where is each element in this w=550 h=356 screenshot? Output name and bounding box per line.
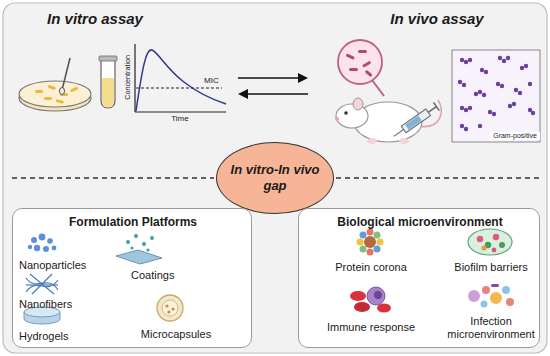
panel-heading: Formulation Platforms [13, 215, 253, 229]
petri-dish [19, 58, 91, 111]
item-label: Infection microenvironment [441, 315, 541, 341]
gram-stain-image [452, 50, 540, 142]
axis-label: Time [160, 114, 200, 124]
panel-heading: Biological microenvironment [299, 215, 541, 229]
axis-label: Concentration [124, 41, 133, 113]
test-tube [99, 56, 117, 108]
outer-frame [3, 3, 547, 353]
mouse [335, 98, 441, 144]
gap-label: In vitro-In vivo gap [227, 162, 323, 193]
item-label: Nanoparticles [19, 259, 119, 272]
image-caption: Gram-positive [490, 132, 540, 140]
item-label: Nanofibers [19, 298, 119, 311]
box-fill [12, 208, 252, 348]
panel-box: Biological microenvironmentProtein coron… [298, 208, 540, 348]
panel-title: In vivo assay [362, 10, 512, 28]
syringe [391, 102, 439, 140]
box-fill [298, 208, 540, 348]
item-label: Immune response [316, 321, 426, 334]
item-label: Protein corona [316, 261, 426, 274]
item-label: Coatings [131, 269, 211, 282]
item-label: Microcapsules [126, 328, 226, 341]
gap-oval: In vitro-In vivo gap [216, 142, 334, 214]
panel-box: Formulation PlatformsNanoparticlesNanofi… [12, 208, 252, 348]
exchange-arrows [238, 73, 308, 99]
concentration-time-graph [135, 44, 226, 112]
item-label: Hydrogels [19, 330, 119, 343]
threshold-label: MIC [204, 76, 226, 86]
magnifier [338, 40, 384, 96]
panel-title: In vitro assay [20, 10, 170, 28]
item-label: Biofilm barriers [436, 261, 546, 274]
